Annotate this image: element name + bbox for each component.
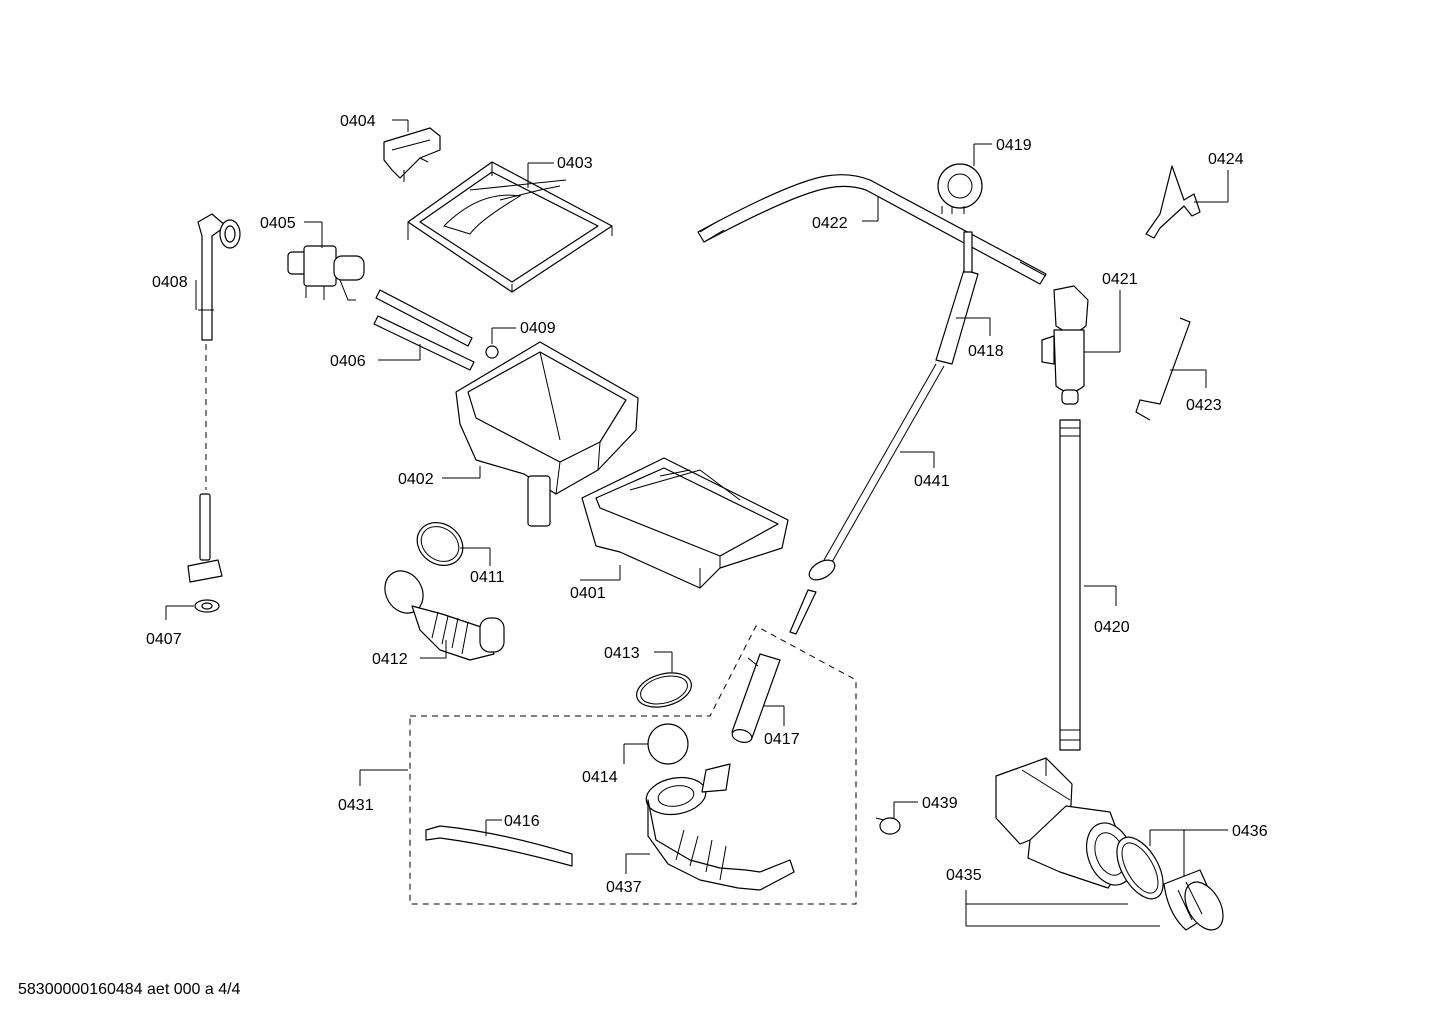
part-0417-cylinder: [731, 653, 781, 743]
label-0422: 0422: [812, 215, 848, 232]
label-0420: 0420: [1094, 619, 1130, 636]
label-0421: 0421: [1102, 271, 1138, 288]
part-0405-valve: [287, 245, 365, 301]
part-0406-tubes: [373, 289, 475, 371]
label-0405: 0405: [260, 215, 296, 232]
label-0417: 0417: [764, 731, 800, 748]
part-0423-wire: [1135, 317, 1191, 421]
label-0419: 0419: [996, 137, 1032, 154]
part-0422-long-hose: [697, 174, 1047, 285]
label-0407: 0407: [146, 631, 182, 648]
part-0435-drain-pump: [995, 757, 1134, 889]
part-0414-ball: [647, 723, 689, 765]
label-0414: 0414: [582, 769, 618, 786]
group-0431-outline: [409, 625, 857, 905]
part-0419-pressure-switch: [937, 163, 983, 214]
part-0437-sump-hose: [645, 763, 795, 891]
part-0416-small-hose: [425, 825, 573, 867]
part-0401-drawer: [581, 457, 789, 589]
part-0420-pipe: [1059, 419, 1081, 751]
part-0404-bracket: [383, 127, 441, 182]
label-0416: 0416: [504, 813, 540, 830]
part-0407-hose-end: [187, 493, 223, 613]
label-0408: 0408: [152, 274, 188, 291]
label-0412: 0412: [372, 651, 408, 668]
part-0413-ring: [636, 672, 692, 708]
label-0439: 0439: [922, 795, 958, 812]
part-0436-filter: [1116, 836, 1224, 931]
part-0424-fork-clip: [1145, 165, 1201, 239]
label-0413: 0413: [604, 645, 640, 662]
part-0403-frame: [407, 161, 613, 293]
part-0408-elbow-hose: [197, 213, 241, 341]
part-0402-dispenser-housing: [455, 341, 639, 527]
label-0441: 0441: [914, 473, 950, 490]
label-0437: 0437: [606, 879, 642, 896]
part-0439-clamp: [875, 817, 901, 835]
part-0411-seal-ring: [416, 522, 464, 566]
label-0418: 0418: [968, 343, 1004, 360]
label-0436: 0436: [1232, 823, 1268, 840]
label-0401: 0401: [570, 585, 606, 602]
drawing-reference-footer: 58300000160484 aet 000 a 4/4: [18, 981, 241, 998]
part-0418-hose-section: [935, 231, 979, 365]
label-0424: 0424: [1208, 151, 1244, 168]
label-0406: 0406: [330, 353, 366, 370]
label-0411: 0411: [470, 569, 505, 586]
part-0421-air-trap: [1041, 285, 1089, 405]
label-0423: 0423: [1186, 397, 1222, 414]
part-0412-bellows-hose: [384, 570, 505, 661]
label-0409: 0409: [520, 320, 556, 337]
label-0402: 0402: [398, 471, 434, 488]
label-0435: 0435: [946, 867, 982, 884]
part-0409-clip: [485, 345, 499, 359]
label-0404: 0404: [340, 113, 376, 130]
label-0431: 0431: [338, 797, 374, 814]
part-0441-hose: [789, 363, 945, 635]
label-0403: 0403: [557, 155, 593, 172]
